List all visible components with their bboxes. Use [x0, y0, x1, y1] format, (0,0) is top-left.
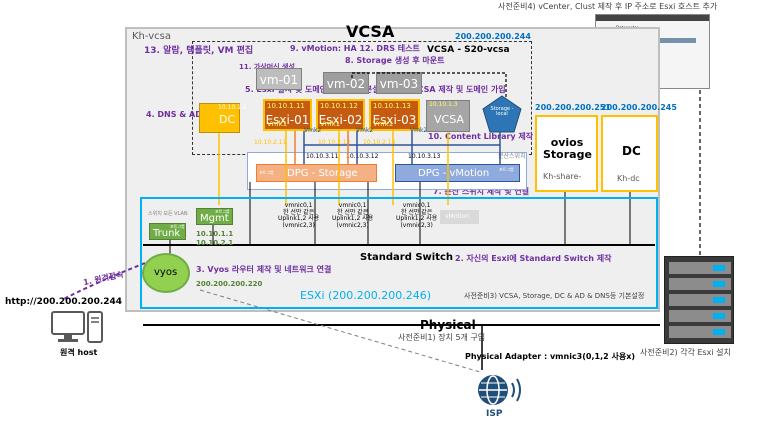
trunk-label: Trunk: [153, 228, 181, 239]
vcsa-vm-name: VCSA: [434, 113, 464, 126]
uplink-text-1: vmnic0,1 한 선만 같은 Uplink1,2 사용 (vmnic2,3): [278, 202, 320, 229]
esxi-03-ip: 10.10.1.13: [373, 102, 411, 110]
mgmt-tag: 포트그룹: [215, 209, 230, 214]
vcsa-ip: 200.200.200.244: [455, 32, 531, 41]
vm-03[interactable]: vm-03: [376, 72, 422, 94]
physical-note: 사전준비1) 장치 5개 구입: [398, 333, 486, 342]
storage-local-shape[interactable]: [481, 94, 523, 134]
dc-vm-name: DC: [219, 113, 236, 126]
esxi-02-vmk2: Vmk2: [356, 127, 374, 134]
vcsa-vm[interactable]: 10.10.1.3 VCSA: [426, 100, 470, 132]
step-9: 9. vMotion: HA 12. DRS 테스트: [290, 44, 420, 53]
vm-02[interactable]: vm-02: [323, 72, 369, 94]
step-8: 8. Storage 생성 후 마운트: [345, 56, 445, 65]
esxi-02-vmk: Vmk1: [320, 120, 341, 128]
remote-url[interactable]: http://200.200.200.244: [5, 297, 123, 307]
vcsa-corner-label: Kh-vcsa: [132, 31, 171, 42]
esxi-host-01[interactable]: 10.10.1.11 Esxi-01 Vmk1: [263, 99, 312, 131]
top-note: 사전준비4) vCenter, Clust 제작 후 IP 주소로 Esxi 호…: [498, 2, 718, 11]
step-4: 4. DNS & AD 설정: [146, 110, 220, 119]
storage-ip-2: 10.10.2.12: [318, 139, 351, 146]
esxi-01-vmk: Vmk1: [267, 120, 288, 128]
step-2: 2. 자신의 Esxi에 Standard Switch 제작: [455, 254, 612, 263]
vmotion-box-label: vMotion: [445, 213, 469, 220]
isp-label: ISP: [486, 409, 503, 419]
ovios-sub: Kh-share-: [543, 172, 582, 181]
ovios-name: ovios Storage: [543, 136, 592, 162]
storage-ip-3: 10.10.2.13: [363, 139, 396, 146]
dpg-storage-label: DPG - Storage: [287, 168, 358, 179]
dc-vm-ip: 10.10.1.2: [218, 104, 247, 111]
dc-vm[interactable]: 10.10.1.2 DC: [199, 103, 247, 133]
vmotion-ip-1: 10.10.3.11: [306, 153, 339, 160]
dc-box-sub: Kh-dc: [617, 174, 640, 183]
vmotion-ip-2: 10.10.3.12: [346, 153, 379, 160]
storage-local-label: Storage - local: [490, 106, 514, 117]
vyos-ip-1: 10.10.1.1: [196, 230, 234, 238]
step-5: 5. Esxi 설치 및 도메인 가입 등 기본설정: [245, 85, 387, 94]
rack-note: 사전준비2) 각각 Esxi 설치: [640, 348, 731, 357]
standard-switch-label: Standard Switch: [360, 252, 454, 263]
vcsa-title: VCSA: [346, 22, 395, 41]
esxi-01-name: Esxi-01: [265, 113, 310, 127]
dc-box-name: DC: [622, 144, 641, 158]
esxi-host-03[interactable]: 10.10.1.13 Esxi-03 Vmk1: [369, 99, 420, 131]
esxi-host-02[interactable]: 10.10.1.12 Esxi-02 Vmk1: [316, 99, 365, 131]
step-3: 3. Vyos 라우터 제작 및 네트워크 연결: [196, 265, 332, 274]
ovios-ip: 200.200.200.251: [535, 103, 611, 112]
vmotion-box: vMotion: [440, 210, 479, 224]
esxi-01-vmk2: Vmk2: [304, 127, 322, 134]
mgmt-label: Mgmt: [200, 213, 229, 224]
vyos-ip-2: 10.10.2.1: [196, 239, 234, 247]
step-11: 11. 가상머신 생성: [239, 63, 295, 71]
step-6: 6. VCSA 제작 및 도메인 가입: [400, 85, 506, 94]
trunk-portgroup[interactable]: Trunk 포트그룹: [149, 223, 186, 240]
vyos-label: vyos: [154, 267, 178, 278]
globe-icon: [478, 375, 521, 405]
dpg-vmotion-tag: 포트그룹: [499, 167, 514, 172]
esxi-03-vmk2: Vmk2: [410, 127, 428, 134]
dvs-label: 분산스위치: [498, 153, 526, 160]
esxi-03-vmk: Vmk1: [373, 120, 394, 128]
vyos-wan-ip: 200.200.200.220: [196, 280, 263, 288]
vcsa-inner-label: VCSA - S20-vcsa: [427, 45, 510, 55]
dpg-vmotion[interactable]: DPG - vMotion 포트그룹: [395, 164, 520, 182]
esxi-03-name: Esxi-03: [372, 113, 417, 127]
vm-01[interactable]: vm-01: [256, 68, 302, 90]
step-13: 13. 알람, 템플릿, VM 편집: [144, 46, 254, 56]
esxi-main-note: 사전준비3) VCSA, Storage, DC & AD & DNS등 기본설…: [464, 292, 645, 300]
step-7: 7. 분산 스위치 제작 및 연결: [433, 187, 530, 196]
esxi-main-label: ESXi (200.200.200.246): [300, 289, 432, 302]
dc-box[interactable]: DC Kh-dc: [601, 115, 658, 192]
vyos-router[interactable]: vyos: [142, 253, 190, 293]
server-rack-image: [664, 256, 734, 344]
step-10: 10. Content Library 제작: [428, 132, 534, 141]
physical-adapter: Physical Adapter : vmnic3(0,1,2 사용x): [465, 352, 636, 361]
dpg-vmotion-label: DPG - vMotion: [418, 168, 490, 179]
vcsa-vm-ip: 10.10.1.3: [429, 101, 458, 108]
trunk-tag: 포트그룹: [170, 224, 185, 229]
remote-host-label: 원격 host: [60, 348, 98, 357]
dc-box-ip: 200.200.200.245: [601, 103, 677, 112]
mgmt-portgroup[interactable]: Mgmt 포트그룹: [196, 208, 233, 225]
trunk-note: 스위치 모든 VLAN: [148, 211, 188, 217]
uplink-text-3: vmnic0,1 한 선만 같은 Uplink1,2 사용 (vmnic2,3): [396, 202, 438, 229]
computer-icon: [51, 311, 103, 343]
dpg-storage-tag: 포트그룹: [259, 170, 274, 175]
esxi-02-ip: 10.10.1.12: [320, 102, 358, 110]
esxi-01-ip: 10.10.1.11: [267, 102, 305, 110]
ovios-storage-box[interactable]: ovios Storage Kh-share-: [535, 115, 598, 192]
storage-ip-1: 10.10.2.11: [254, 139, 287, 146]
physical-label: Physical: [420, 318, 476, 332]
esxi-02-name: Esxi-02: [318, 113, 363, 127]
vmotion-ip-3: 10.10.3.13: [408, 153, 441, 160]
uplink-text-2: vmnic0,1 한 선만 같은 Uplink1,2 사용 (vmnic2,3): [332, 202, 374, 229]
